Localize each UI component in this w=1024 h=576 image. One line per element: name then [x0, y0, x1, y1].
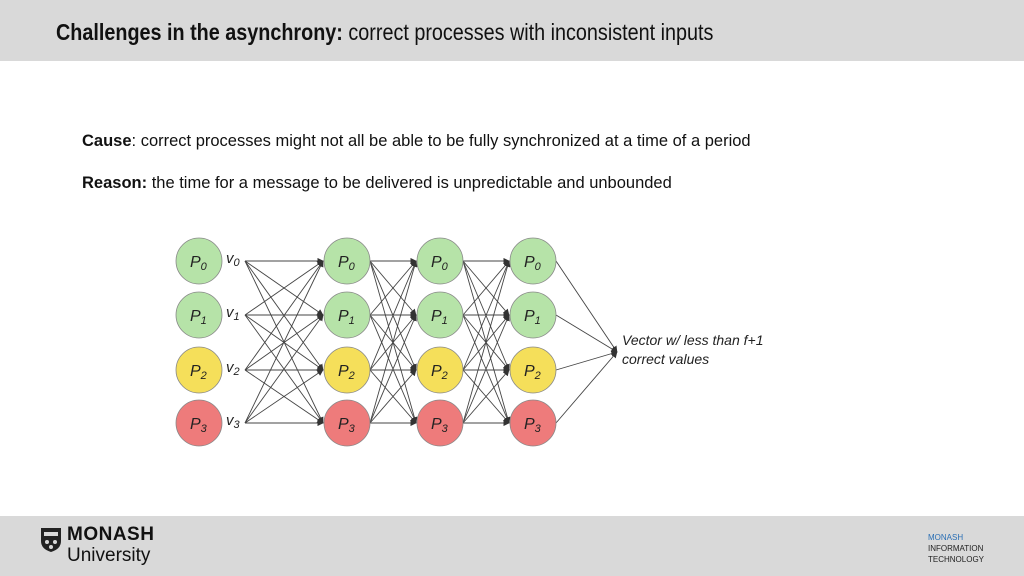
message-edge	[244, 369, 324, 424]
process-node: P2	[323, 346, 371, 394]
message-edge	[462, 314, 510, 424]
message-edge	[244, 260, 324, 424]
input-labels: v0 v1 v2 v3	[226, 250, 241, 431]
message-edge	[462, 260, 510, 371]
title-bold: Challenges in the asynchrony:	[56, 19, 343, 45]
message-edge	[369, 260, 418, 424]
output-edge	[555, 314, 618, 353]
message-edge	[369, 260, 417, 371]
process-node: P1	[509, 291, 557, 339]
header-bar	[0, 0, 1024, 61]
process-node: P1	[323, 291, 371, 339]
slide-title: Challenges in the asynchrony: correct pr…	[56, 17, 713, 47]
cause-label: Cause	[82, 132, 132, 150]
faculty-line-2: INFORMATION	[928, 544, 984, 553]
footer-bar	[0, 516, 1024, 576]
input-value-label: v0	[226, 250, 241, 269]
output-edge	[555, 260, 618, 353]
faculty-line-1: MONASH	[928, 533, 964, 542]
process-node: P3	[323, 399, 371, 447]
message-edge	[369, 314, 417, 424]
process-node: P1	[416, 291, 464, 339]
output-edge	[555, 351, 618, 424]
process-node: P2	[416, 346, 464, 394]
annotation-line2: correct values	[622, 351, 709, 367]
process-node: P1	[175, 291, 223, 339]
input-value-label: v3	[226, 412, 241, 431]
logo-name: MONASH	[67, 524, 155, 545]
reason-text: the time for a message to be delivered i…	[147, 174, 672, 192]
reason-label: Reason:	[82, 174, 148, 192]
message-edge	[244, 314, 324, 424]
message-edge	[462, 260, 511, 424]
process-node: P3	[416, 399, 464, 447]
cause-text: : correct processes might not all be abl…	[131, 132, 751, 150]
message-edge	[369, 260, 417, 316]
message-edge	[462, 369, 510, 424]
title-rest: correct processes with inconsistent inpu…	[348, 19, 714, 45]
process-node: P0	[509, 237, 557, 285]
logo-sub: University	[67, 545, 151, 566]
input-value-label: v2	[226, 359, 240, 378]
message-edge	[244, 260, 324, 316]
reason-line: Reason: the time for a message to be del…	[82, 174, 672, 193]
faculty-line-3: TECHNOLOGY	[928, 555, 985, 564]
message-edge	[462, 260, 510, 316]
message-edge	[369, 369, 417, 424]
process-node: P3	[175, 399, 223, 447]
message-edges	[244, 257, 618, 427]
annotation-line1: Vector w/ less than f+1	[622, 332, 764, 348]
cause-line: Cause: correct processes might not all b…	[82, 132, 751, 151]
process-node: P2	[509, 346, 557, 394]
message-edge	[244, 260, 324, 371]
university-crest-icon	[41, 528, 61, 552]
input-value-label: v1	[226, 304, 240, 323]
process-node: P0	[416, 237, 464, 285]
process-node: P2	[175, 346, 223, 394]
process-node: P0	[323, 237, 371, 285]
process-node: P3	[509, 399, 557, 447]
output-edge	[555, 350, 618, 371]
process-node: P0	[175, 237, 223, 285]
